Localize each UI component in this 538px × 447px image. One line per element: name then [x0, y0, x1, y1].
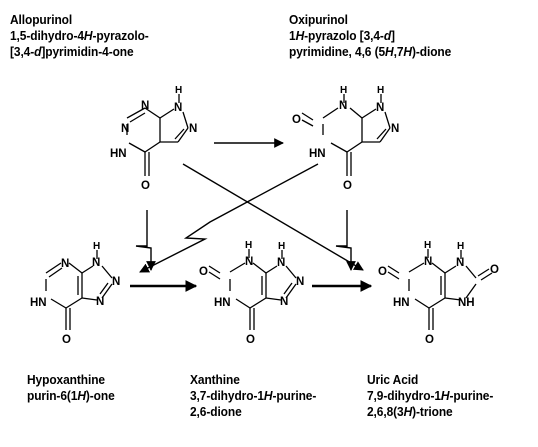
oxipurinol-caption: Oxipurinol 1H-pyrazolo [3,4-d] pyrimidin…: [289, 12, 451, 60]
oxipurinol-iupac-line2: pyrimidine, 4,6 (5H,7H)-dione: [289, 44, 452, 59]
oxipurinol-atom-n7: N: [339, 100, 347, 112]
uric-acid-atom-n9: N: [456, 257, 464, 269]
hypoxanthine-atom-hn1: HN: [30, 297, 47, 309]
allopurinol-atom-n7: N: [141, 100, 149, 112]
allopurinol-atom-o: O: [141, 180, 150, 192]
xanthine-atom-h3: H: [245, 240, 252, 251]
allopurinol-iupac-line2: [3,4-d]pyrimidin-4-one: [10, 44, 134, 59]
xanthine-atom-n3: N: [245, 256, 253, 268]
xanthine-caption: Xanthine 3,7-dihydro-1H-purine- 2,6-dion…: [190, 372, 316, 420]
xanthine-atom-hn1: HN: [214, 297, 231, 309]
allopurinol-structure: N N N N H HN O: [110, 85, 197, 192]
xanthine-atom-o2: O: [199, 266, 208, 278]
uric-acid-atom-n3: N: [424, 256, 432, 268]
oxipurinol-iupac-line1: 1H-pyrazolo [3,4-d]: [289, 28, 395, 43]
uric-acid-caption: Uric Acid 7,9-dihydro-1H-purine- 2,6,8(3…: [367, 372, 493, 420]
oxipurinol-atom-h1: H: [377, 85, 384, 96]
xanthine-atom-o6: O: [246, 334, 255, 346]
xanthine-iupac-line1: 3,7-dihydro-1H-purine-: [190, 388, 317, 403]
uric-acid-atom-o2: O: [378, 266, 387, 278]
uric-acid-atom-nh7: NH: [458, 297, 475, 309]
allopurinol-atom-n6: N: [121, 123, 129, 135]
uric-acid-atom-h3: H: [424, 240, 431, 251]
xanthine-atom-n8: N: [296, 276, 304, 288]
hypoxanthine-atom-n9: N: [92, 257, 100, 269]
xanthine-iupac-line2: 2,6-dione: [190, 404, 242, 419]
uric-acid-name: Uric Acid: [367, 372, 419, 387]
oxipurinol-atom-hn5: HN: [309, 148, 326, 160]
allopurinol-name: Allopurinol: [10, 12, 73, 27]
oxipurinol-atom-o4: O: [343, 180, 352, 192]
allopurinol-caption: Allopurinol 1,5-dihydro-4H-pyrazolo- [3,…: [10, 12, 149, 60]
oxipurinol-atom-h7: H: [340, 85, 347, 96]
xanthine-atom-n9: N: [277, 257, 285, 269]
allopurinol-atom-n2: N: [189, 123, 197, 135]
oxipurinol-atom-n1: N: [376, 102, 384, 114]
allopurinol-atom-n1: N: [174, 102, 182, 114]
arrow-inhibit-right: [335, 210, 356, 271]
allopurinol-iupac-line1: 1,5-dihydro-4H-pyrazolo-: [10, 28, 149, 43]
xanthine-name: Xanthine: [190, 372, 240, 387]
allopurinol-atom-h1: H: [175, 85, 182, 96]
uric-acid-structure: O N H N H O NH HN O: [378, 240, 499, 346]
xanthine-structure: O N H N H N N HN O: [199, 240, 304, 346]
hypoxanthine-atom-n3: N: [61, 258, 69, 270]
oxipurinol-atom-n2: N: [391, 123, 399, 135]
hypoxanthine-name: Hypoxanthine: [27, 372, 105, 387]
hypoxanthine-caption: Hypoxanthine purin-6(1H)-one: [27, 372, 115, 404]
uric-acid-atom-h9: H: [457, 241, 464, 252]
oxipurinol-atom-o2: O: [292, 114, 301, 126]
allopurinol-atom-hn5: HN: [110, 148, 127, 160]
xanthine-atom-h9: H: [278, 241, 285, 252]
xanthine-atom-n7: N: [280, 296, 288, 308]
hypoxanthine-atom-n8: N: [112, 276, 120, 288]
arrow-inhibit-left: [135, 210, 156, 271]
arrow-oxipurinol-inhibition: [139, 163, 319, 273]
oxipurinol-name: Oxipurinol: [289, 12, 348, 27]
hypoxanthine-iupac-line1: purin-6(1H)-one: [27, 388, 115, 403]
uric-acid-atom-o6: O: [425, 334, 434, 346]
hypoxanthine-atom-n7: N: [96, 296, 104, 308]
uric-acid-atom-hn1: HN: [393, 297, 410, 309]
oxipurinol-structure: O N H N H N HN O: [292, 85, 399, 192]
uric-acid-iupac-line1: 7,9-dihydro-1H-purine-: [367, 388, 494, 403]
hypoxanthine-atom-h9: H: [93, 241, 100, 252]
hypoxanthine-structure: N N H N N HN O: [30, 241, 120, 346]
hypoxanthine-atom-o6: O: [62, 334, 71, 346]
uric-acid-atom-o8: O: [490, 264, 499, 276]
reaction-arrows: [130, 138, 373, 292]
uric-acid-iupac-line2: 2,6,8(3H)-trione: [367, 404, 453, 419]
arrow-allopurinol-to-uric-acid: [182, 163, 364, 271]
